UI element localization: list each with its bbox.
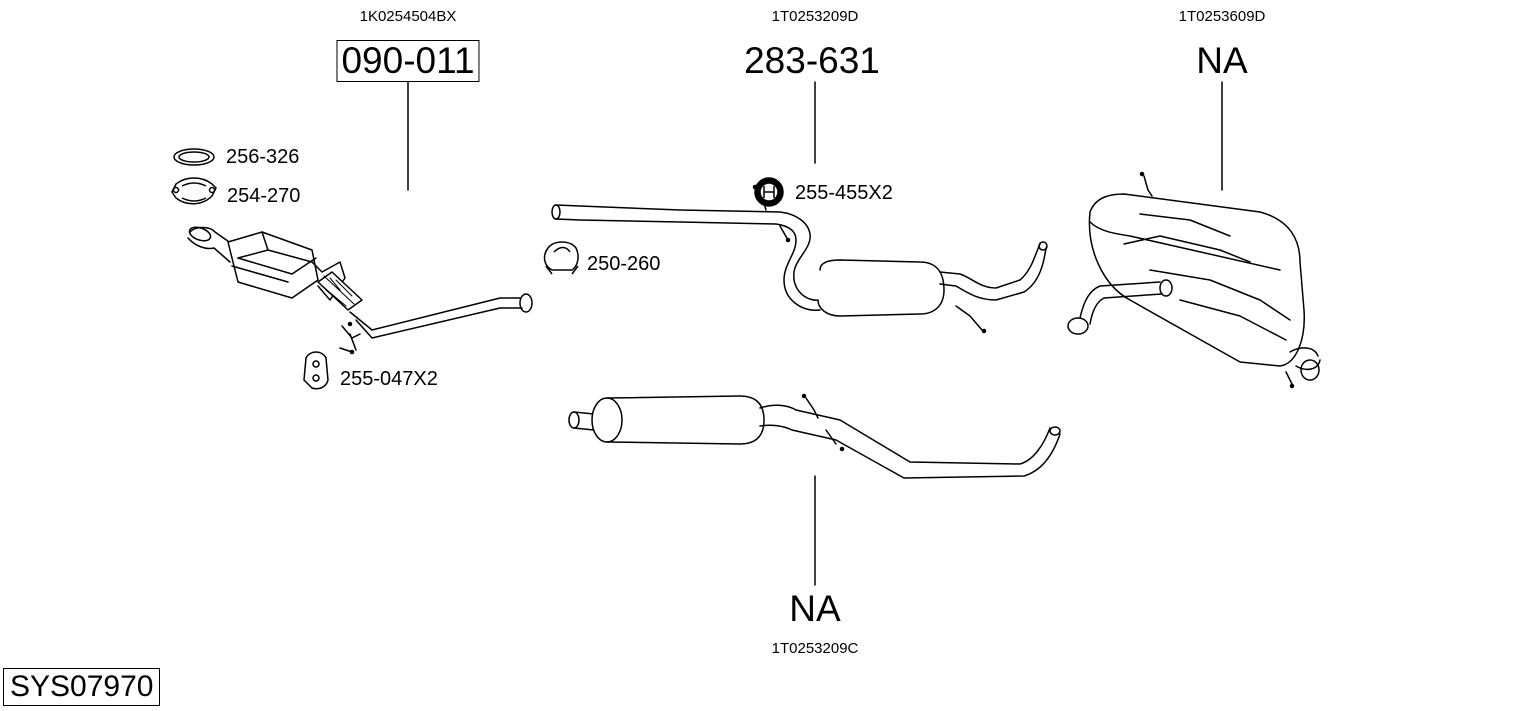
part-number-cat[interactable]: 090-011 (336, 40, 480, 82)
clamp-icon (171, 177, 217, 205)
accessory-label-hanger-mount[interactable]: 255-047X2 (340, 368, 438, 390)
gasket-ring-icon (173, 148, 215, 166)
hanger-mount-icon (303, 351, 329, 390)
accessory-label-pipe-clamp[interactable]: 250-260 (587, 253, 661, 275)
oem-number-middle-upper: 1T0253209D (771, 8, 859, 25)
part-number-middle-lower[interactable]: NA (789, 588, 841, 629)
oem-number-rear: 1T0253609D (1178, 8, 1266, 25)
oem-number-middle-lower: 1T0253209C (771, 640, 859, 657)
pipe-clamp-icon (543, 241, 579, 275)
catalytic-converter-drawing (187, 226, 533, 355)
accessory-label-gasket[interactable]: 256-326 (226, 146, 300, 168)
rubber-mount-icon (754, 177, 784, 207)
part-number-rear[interactable]: NA (1196, 40, 1248, 81)
part-number-middle-upper[interactable]: 283-631 (744, 40, 880, 81)
rear-silencer-drawing (1067, 171, 1321, 389)
accessory-label-clamp[interactable]: 254-270 (227, 185, 301, 207)
middle-silencer-upper-drawing (551, 184, 1048, 334)
oem-number-cat: 1K0254504BX (359, 8, 457, 25)
system-code: SYS07970 (3, 668, 161, 706)
middle-silencer-lower-drawing (568, 393, 1061, 479)
accessory-label-rubber-mount[interactable]: 255-455X2 (795, 182, 893, 204)
